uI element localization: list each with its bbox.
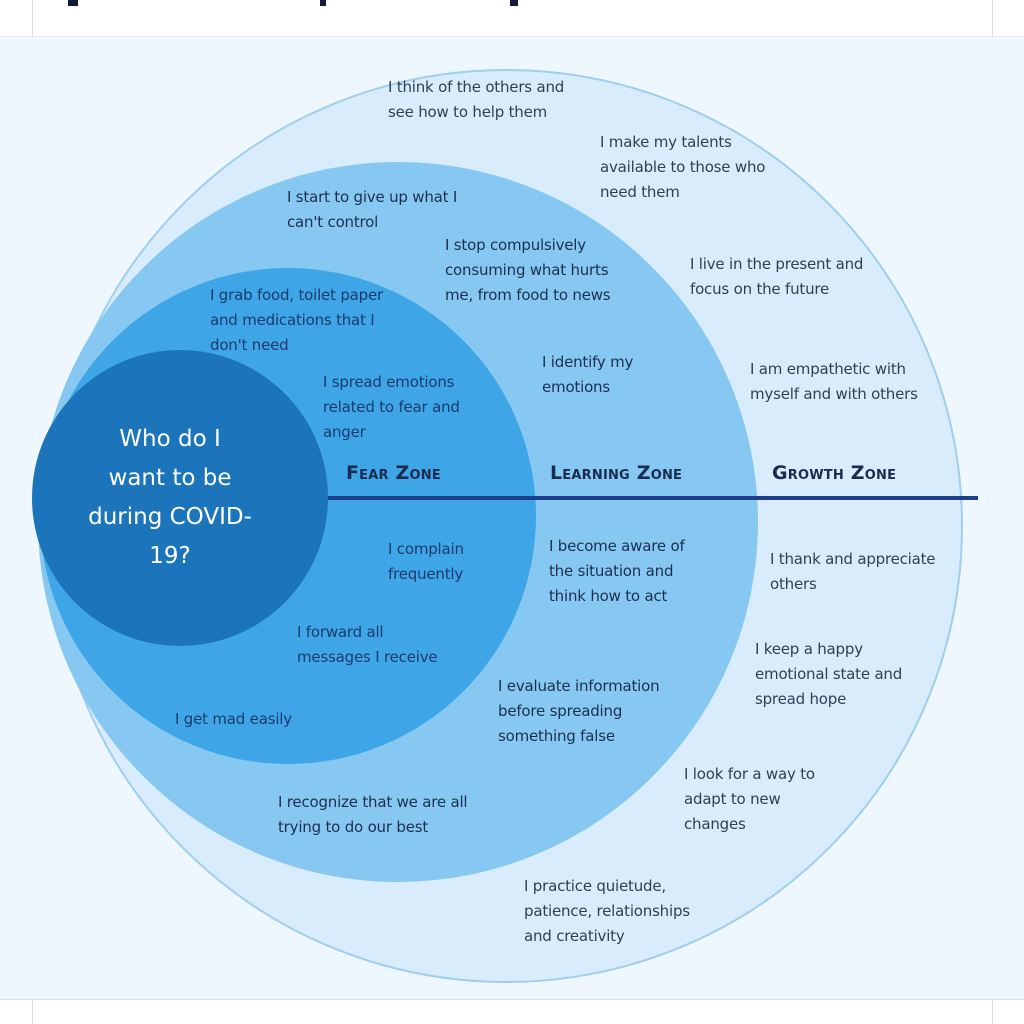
border-line	[992, 0, 993, 36]
center-question: Who do I want to be during COVID- 19?	[88, 426, 252, 569]
learning-zone-label: Learning Zone	[550, 462, 683, 484]
cropped-title-fragment	[68, 0, 78, 6]
statement-adapt: I look for a way to adapt to new changes	[684, 765, 815, 833]
statement-mad: I get mad easily	[175, 710, 292, 728]
statement-grab: I grab food, toilet paper and medication…	[210, 286, 383, 354]
statement-quietude: I practice quietude, patience, relations…	[524, 877, 690, 945]
statement-talents: I make my talents available to those who…	[600, 133, 766, 201]
statement-empathetic: I am empathetic with myself and with oth…	[750, 360, 918, 403]
statement-aware: I become aware of the situation and thin…	[549, 537, 685, 605]
statement-complain: I complain frequently	[388, 540, 464, 583]
center-circle	[32, 350, 328, 646]
statement-evaluate: I evaluate information before spreading …	[498, 677, 660, 745]
statement-present-future: I live in the present and focus on the f…	[690, 255, 864, 298]
fear-zone-label: Fear Zone	[346, 462, 441, 484]
statement-spread: I spread emotions related to fear and an…	[323, 373, 460, 441]
border-line	[992, 1000, 993, 1024]
bottom-banner	[0, 999, 1024, 1024]
statement-recognize: I recognize that we are all trying to do…	[278, 793, 468, 836]
statement-stop-consuming: I stop compulsively consuming what hurts…	[445, 236, 611, 304]
statement-give-up: I start to give up what I can't control	[287, 188, 458, 231]
cropped-title-fragment	[510, 0, 518, 6]
cropped-title-fragment	[320, 0, 326, 6]
statement-help-others: I think of the others and see how to hel…	[388, 78, 565, 121]
border-line	[32, 0, 33, 36]
statement-thank: I thank and appreciate others	[770, 550, 936, 593]
top-banner	[0, 0, 1024, 37]
growth-zone-label: Growth Zone	[772, 462, 897, 484]
statement-forward: I forward all messages I receive	[297, 623, 438, 666]
border-line	[32, 1000, 33, 1024]
statement-happy-state: I keep a happy emotional state and sprea…	[755, 640, 903, 708]
statement-identify: I identify my emotions	[542, 353, 634, 396]
